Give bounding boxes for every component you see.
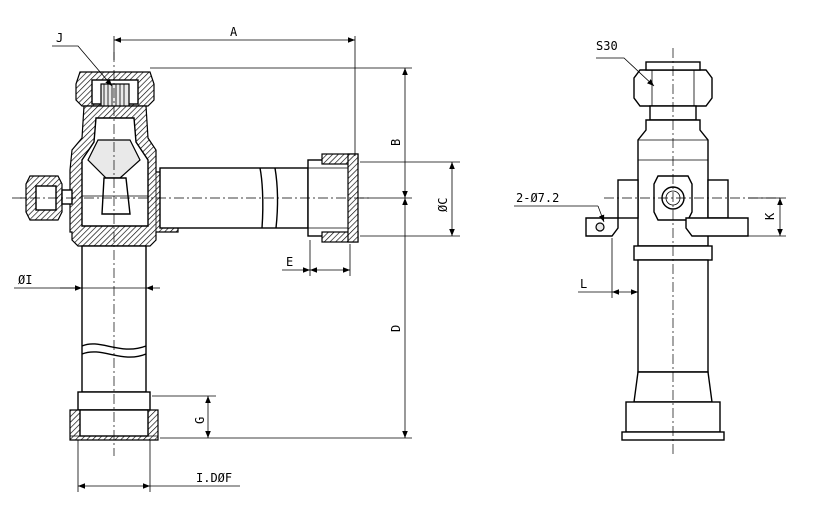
label-K: K [763, 212, 777, 220]
label-H: 2-Ø7.2 [516, 191, 559, 205]
front-flange [585, 217, 749, 237]
dim-I: ØI [14, 273, 160, 291]
side-section-view: A J B ØC D [12, 25, 460, 492]
label-C: ØC [436, 198, 450, 212]
dim-H: 2-Ø7.2 [514, 191, 605, 223]
label-D: D [389, 325, 403, 332]
label-F: I.DØF [196, 471, 232, 485]
label-S: S30 [596, 39, 618, 53]
dim-F: I.DØF [77, 440, 240, 492]
dim-B: B [150, 67, 412, 199]
valve-body [69, 105, 179, 247]
dim-E: E [282, 240, 351, 276]
dim-G: G [152, 395, 216, 438]
dim-K: K [748, 197, 786, 237]
front-view: S30 2-Ø7.2 K L [514, 39, 786, 454]
dim-S: S30 [596, 39, 655, 87]
label-J: J [56, 31, 63, 45]
dim-D: D [160, 198, 412, 439]
label-L: L [580, 277, 587, 291]
label-E: E [286, 255, 293, 269]
label-A: A [230, 25, 238, 39]
dim-A: A [113, 25, 356, 156]
label-G: G [193, 417, 207, 424]
label-B: B [389, 139, 403, 146]
label-I: ØI [18, 273, 32, 287]
side-inlet-fitting [20, 175, 73, 221]
dim-C: ØC [360, 161, 460, 237]
dim-J: J [52, 31, 113, 87]
dim-L: L [578, 238, 639, 298]
